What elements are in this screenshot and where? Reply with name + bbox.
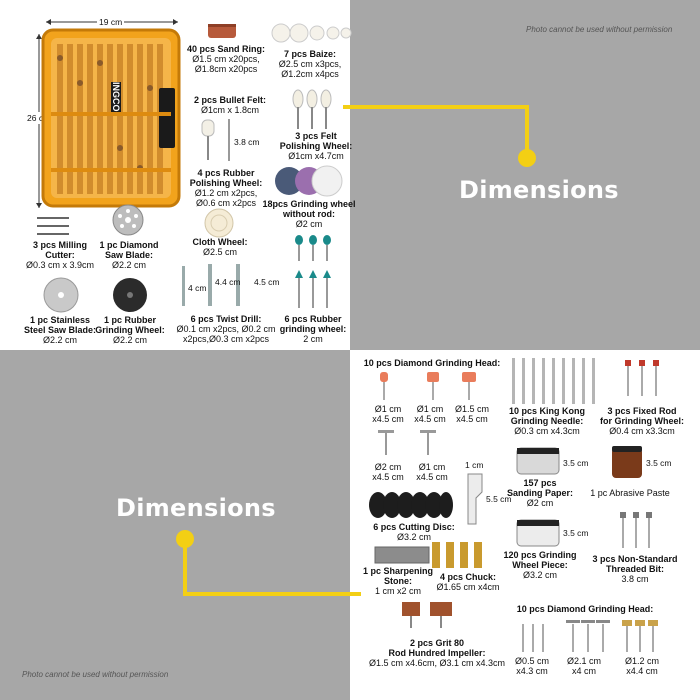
connector-bottom-dot [176, 530, 194, 548]
baize-image [271, 23, 352, 43]
grinding-wheel-18-image [275, 165, 343, 197]
sand-ring-label: 40 pcs Sand Ring: Ø1.5 cm x20pcs, Ø1.8cm… [186, 44, 266, 74]
diamond-head-top-title: 10 pcs Diamond Grinding Head: [363, 358, 501, 368]
threaded-bit-image [620, 512, 652, 548]
king-kong-label: 10 pcs King Kong Grinding Needle: Ø0.3 c… [508, 406, 585, 436]
abrasive-paste-label: 1 pc Abrasive Paste [590, 488, 670, 498]
cloth-wheel-image [204, 208, 234, 238]
stainless-saw-label: 1 pc Stainless Steel Saw Blade: Ø2.2 cm [23, 315, 97, 345]
baize-label: 7 pcs Baize: Ø2.5 cm x3pcs, Ø1.2cm x4pcs [278, 49, 342, 79]
diamond-head-bottom-spec2: Ø2.1 cm x4 cm [566, 656, 601, 676]
dimensions-heading-bottom: Dimensions [116, 494, 276, 522]
sharpening-stone-image [374, 546, 430, 564]
abrasive-paste-dim: 3.5 cm [646, 458, 672, 468]
fixed-rod-image [625, 360, 659, 396]
sharpening-stone-label: 1 pc Sharpening Stone: 1 cm x2 cm [362, 566, 433, 596]
bottom-left-panel [0, 350, 350, 700]
impeller-image [402, 602, 452, 628]
top-right-panel [350, 0, 700, 350]
rubber-grind-wheel-image [113, 278, 147, 312]
wheel-piece-label: 120 pcs Grinding Wheel Piece: Ø3.2 cm [503, 550, 577, 580]
diamond-head-bottom-image [522, 620, 658, 652]
rubber-grinding-6-label: 6 pcs Rubber grinding wheel: 2 cm [279, 314, 347, 344]
dimensions-heading-top: Dimensions [459, 176, 619, 204]
key-image [467, 473, 483, 525]
milling-cutter-label: 3 pcs Milling Cutter: Ø0.3 cm x 3.9cm [25, 240, 95, 270]
chuck-image [432, 542, 482, 568]
felt-wheel-image [292, 89, 332, 129]
stainless-saw-image [43, 277, 79, 313]
cutting-disc-image [369, 492, 453, 518]
diamond-head-top-spec2: Ø1 cm x4.5 cm [414, 404, 446, 424]
storage-case-image [41, 28, 181, 208]
grinding-wheel-18-label: 18pcs Grinding wheel without rod: Ø2 cm [262, 199, 356, 229]
milling-cutter-image [37, 217, 69, 235]
diamond-head-top-spec4: Ø2 cm x4.5 cm [372, 462, 404, 482]
wheel-piece-image [516, 519, 560, 547]
diamond-saw-label: 1 pc Diamond Saw Blade: Ø2.2 cm [99, 240, 159, 270]
cloth-wheel-label: Cloth Wheel: Ø2.5 cm [192, 237, 248, 257]
felt-wheel-label: 3 pcs Felt Polishing Wheel: Ø1cm x4.7cm [279, 131, 353, 161]
twist-drill-dim2: 4.4 cm [215, 277, 241, 287]
twist-drill-label: 6 pcs Twist Drill: Ø0.1 cm x2pcs, Ø0.2 c… [176, 314, 276, 344]
rubber-grinding-6-image [295, 235, 331, 308]
diamond-head-t-image [378, 430, 436, 455]
bullet-felt-label: 2 pcs Bullet Felt: Ø1cm x 1.8cm [193, 95, 266, 115]
case-brand: INGCO [111, 82, 121, 112]
connector-top-h [343, 105, 529, 109]
diamond-head-bottom-title: 10 pcs Diamond Grinding Head: [516, 604, 654, 614]
copyright-notice-top: Photo cannot be used without permission [526, 25, 673, 34]
diamond-head-top-image [380, 372, 476, 400]
diamond-head-bottom-spec1: Ø0.5 cm x4.3 cm [514, 656, 549, 676]
threaded-bit-label: 3 pcs Non-Standard Threaded Bit: 3.8 cm [592, 554, 678, 584]
connector-bottom-h [183, 592, 361, 596]
sanding-paper-dim: 3.5 cm [563, 458, 589, 468]
rubber-polish-label: 4 pcs Rubber Polishing Wheel: Ø1.2 cm x2… [189, 168, 263, 208]
bullet-felt-length: 3.8 cm [234, 137, 260, 147]
twist-drill-dim1: 4 cm [188, 283, 207, 293]
abrasive-paste-image [612, 446, 642, 478]
diamond-head-top-spec5: Ø1 cm x4.5 cm [416, 462, 448, 482]
twist-drill-dim3: 4.5 cm [254, 277, 280, 287]
wheel-piece-dim: 3.5 cm [563, 528, 589, 538]
case-width-label: 19 cm [97, 17, 125, 27]
chuck-label: 4 pcs Chuck: Ø1.65 cm x4cm [436, 572, 500, 592]
king-kong-image [512, 358, 595, 404]
diamond-head-bottom-spec3: Ø1.2 cm x4.4 cm [624, 656, 659, 676]
sand-ring-image [208, 24, 236, 38]
diamond-head-top-spec1: Ø1 cm x4.5 cm [372, 404, 404, 424]
key-dim2: 5.5 cm [486, 494, 512, 504]
bullet-felt-dimension [228, 119, 230, 161]
twist-drill-image [182, 264, 240, 306]
sanding-paper-image [516, 447, 560, 475]
sanding-paper-label: 157 pcs Sanding Paper: Ø2 cm [506, 478, 573, 508]
diamond-head-top-spec3: Ø1.5 cm x4.5 cm [454, 404, 489, 424]
connector-top-v [525, 105, 529, 157]
connector-top-dot [518, 149, 536, 167]
key-dim1: 1 cm [465, 460, 484, 470]
copyright-notice-bottom: Photo cannot be used without permission [22, 670, 169, 679]
connector-bottom-v [183, 540, 187, 596]
rubber-grind-wheel-label: 1 pc Rubber Grinding Wheel: Ø2.2 cm [95, 315, 165, 345]
fixed-rod-label: 3 pcs Fixed Rod for Grinding Wheel: Ø0.4… [600, 406, 684, 436]
diamond-saw-image [112, 204, 144, 236]
impeller-label: 2 pcs Grit 80 Rod Hundred Impeller: Ø1.5… [368, 638, 506, 668]
cutting-disc-label: 6 pcs Cutting Disc: Ø3.2 cm [373, 522, 455, 542]
bullet-felt-image [201, 119, 215, 160]
